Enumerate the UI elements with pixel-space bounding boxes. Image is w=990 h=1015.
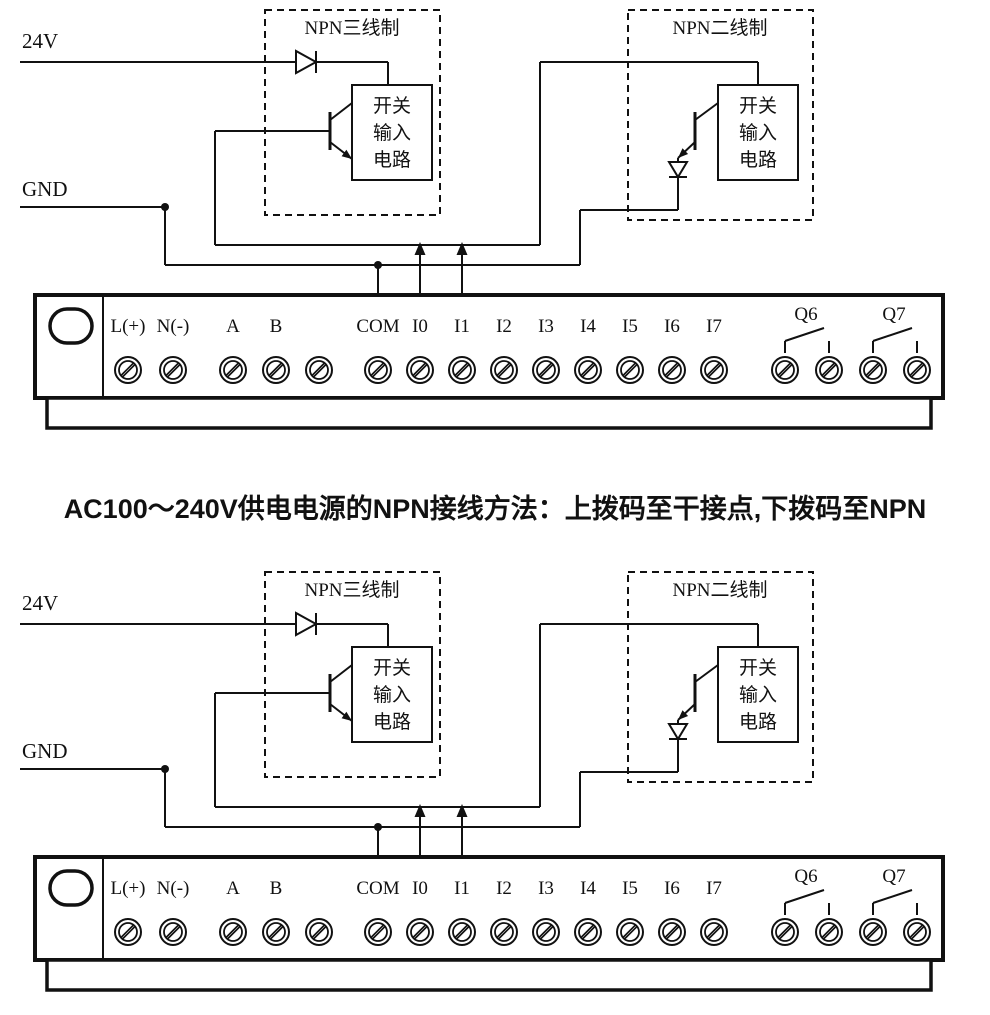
npn-wiring-diagram-top [0, 0, 990, 445]
npn-wiring-diagram-bottom [0, 562, 990, 1007]
diagram-title: AC100～240V供电电源的NPN接线方法：上拨码至干接点,下拨码至NPN [63, 494, 927, 524]
